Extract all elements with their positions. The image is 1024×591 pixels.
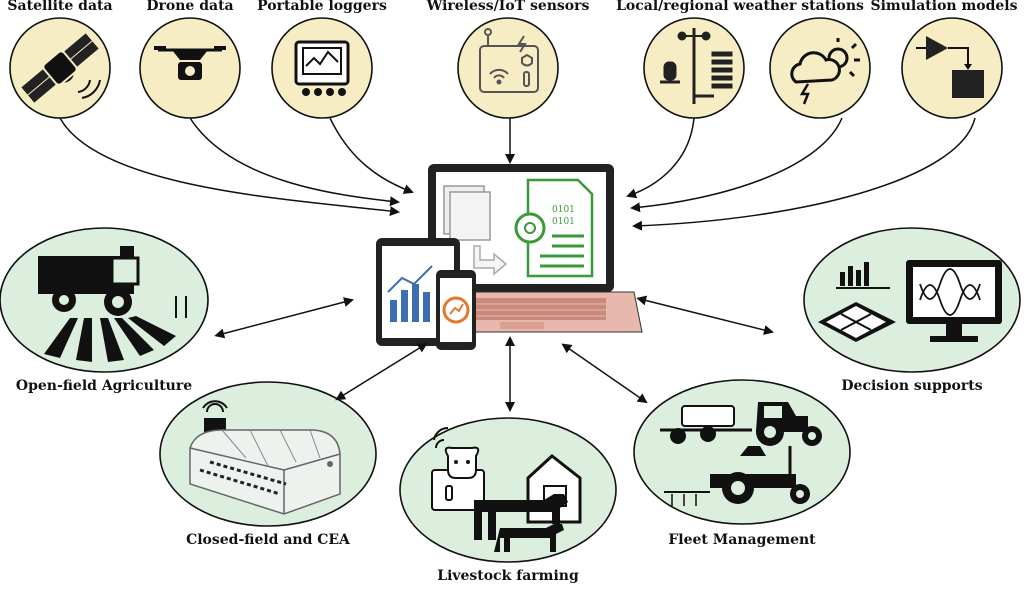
storm-cloud-icon (790, 38, 860, 105)
label-simulation-models: Simulation models (870, 0, 1018, 14)
app-closed-field (159, 381, 377, 527)
satellite-icon (21, 33, 99, 103)
label-iot-sensors: Wireless/IoT sensors (426, 0, 590, 14)
laptop-icon: 0101 0101 (401, 164, 643, 333)
app-fleet (633, 379, 851, 525)
tractor-fleet-icon (660, 402, 822, 506)
decision-support-icon (818, 260, 1002, 342)
iot-sensor-icon (479, 28, 539, 93)
label-fleet-management: Fleet Management (668, 532, 816, 548)
source-drone (139, 17, 241, 119)
source-weather-station (643, 17, 745, 119)
source-arrows (59, 117, 976, 231)
weather-station-icon (660, 28, 733, 104)
greenhouse-icon (189, 400, 341, 515)
logger-icon (294, 40, 350, 96)
label-weather-stations: Local/regional weather stations (616, 0, 864, 14)
label-open-field-agriculture: Open-field Agriculture (15, 378, 193, 394)
code-text: 0101 (552, 217, 575, 227)
source-simulation (901, 17, 1003, 119)
drone-icon (154, 46, 226, 80)
code-text: 0101 (552, 205, 575, 215)
app-arrows (214, 295, 774, 412)
label-satellite-data: Satellite data (7, 0, 113, 14)
source-satellite (9, 17, 111, 119)
label-decision-supports: Decision supports (841, 378, 983, 394)
livestock-icon (431, 426, 582, 552)
harvester-icon (38, 246, 187, 362)
label-portable-loggers: Portable loggers (257, 0, 387, 14)
label-closed-field-cea: Closed-field and CEA (186, 532, 350, 548)
phone-icon (436, 270, 476, 350)
app-livestock (399, 417, 617, 563)
app-decision-support (803, 227, 1021, 373)
app-open-field (0, 227, 209, 373)
label-livestock-farming: Livestock farming (437, 568, 579, 584)
simulation-model-icon (916, 36, 984, 98)
label-drone-data: Drone data (146, 0, 234, 14)
source-weather-cloud (769, 17, 871, 119)
source-iot (457, 17, 559, 119)
center-devices: 0101 0101 (376, 164, 643, 350)
source-logger (271, 17, 373, 119)
